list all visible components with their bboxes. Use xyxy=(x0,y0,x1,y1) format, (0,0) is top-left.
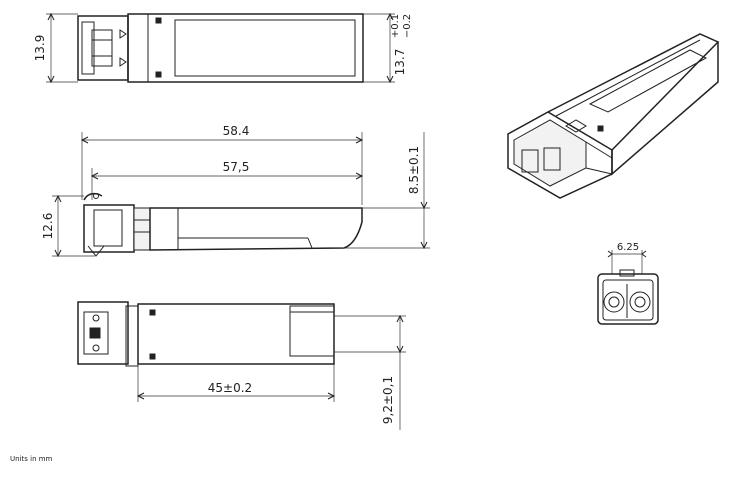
front-view: 6.25 xyxy=(597,242,659,325)
top-height-tol-plus: +0.1 xyxy=(390,14,401,38)
bottom-width-label: 9,2±0,1 xyxy=(381,376,395,424)
isometric-view xyxy=(507,33,720,199)
length-inner-label: 57,5 xyxy=(223,160,250,174)
bottom-view: 9,2±0,1 45±0.2 xyxy=(77,301,406,430)
bottom-length-label: 45±0.2 xyxy=(208,381,252,395)
top-view: 13.9 13.7 +0.1 −0.2 xyxy=(33,12,413,84)
top-height-label: 13.9 xyxy=(33,35,47,62)
port-pitch-label: 6.25 xyxy=(617,242,639,253)
side-thickness-label: 8.5±0.1 xyxy=(407,146,421,194)
units-note: Units in mm xyxy=(10,455,53,463)
side-view: 58.4 57,5 12.6 8.5±0.1 xyxy=(41,124,430,258)
length-total-label: 58.4 xyxy=(223,124,250,138)
top-height-tol-minus: −0.2 xyxy=(402,14,413,38)
top-height-tol-main: 13.7 xyxy=(393,49,407,76)
side-height-label: 12.6 xyxy=(41,213,55,240)
